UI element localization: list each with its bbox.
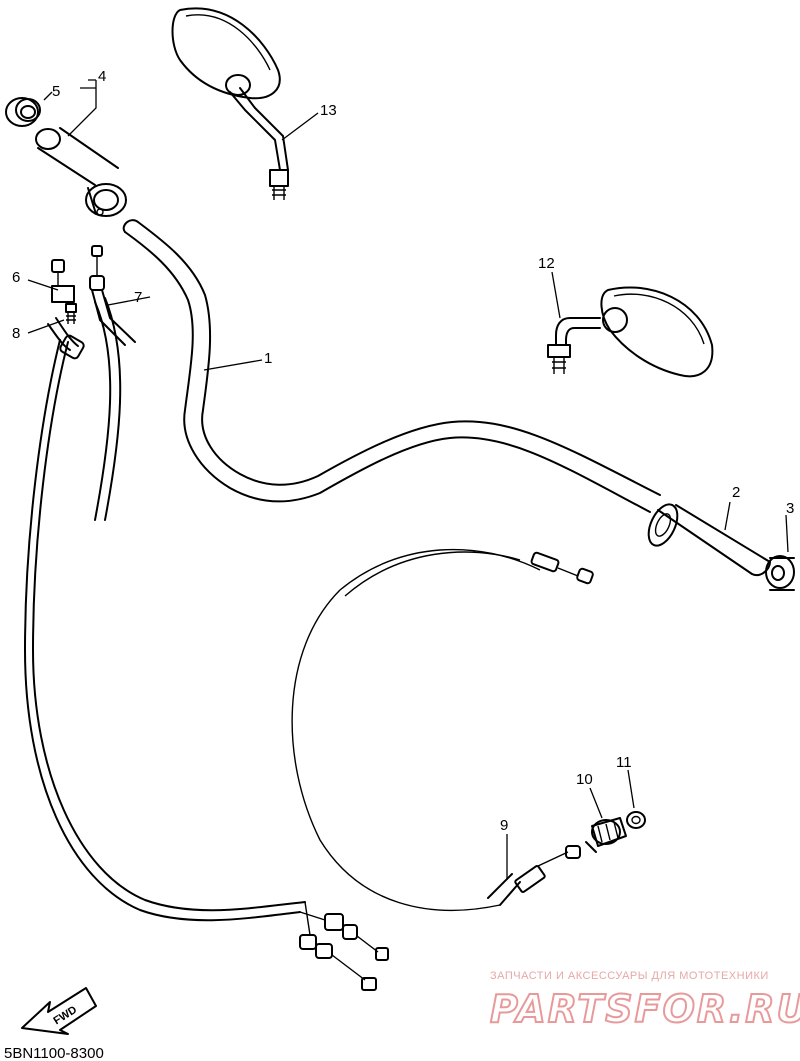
cable-end-lower-2: [299, 901, 377, 991]
cable-end-lower-1: [299, 911, 389, 961]
callout-13: 13: [320, 102, 337, 119]
callout-labels: 1 2 3 4 5 6 7 8 9 10 11 12 13: [12, 68, 794, 834]
callout-8: 8: [12, 325, 20, 342]
callout-4: 4: [98, 68, 106, 85]
right-grip: [647, 503, 771, 576]
callout-6: 6: [12, 269, 20, 286]
callout-3: 3: [786, 500, 794, 517]
handlebar: [122, 219, 661, 513]
callout-9: 9: [500, 817, 508, 834]
clutch-cable: [291, 548, 594, 911]
callout-7: 7: [134, 289, 142, 306]
callout-2: 2: [732, 484, 740, 501]
cable-adjuster: [585, 817, 627, 853]
callout-11: 11: [616, 754, 632, 771]
forward-direction-arrow: FWD: [21, 987, 97, 1035]
diagram-code: 5BN1100-8300: [4, 1045, 104, 1061]
watermark: ЗАПЧАСТИ И АКСЕССУАРЫ ДЛЯ МОТОТЕХНИКИ PA…: [489, 970, 800, 1032]
grip-end-cap: [5, 97, 41, 127]
watermark-tagline: ЗАПЧАСТИ И АКСЕССУАРЫ ДЛЯ МОТОТЕХНИКИ: [490, 970, 769, 982]
cable-fitting-right-upper: [89, 245, 136, 346]
callout-1: 1: [264, 350, 272, 367]
watermark-brand: PARTSFOR.RU: [490, 987, 800, 1031]
right-mirror: [547, 286, 714, 378]
callout-5: 5: [52, 83, 60, 100]
grip-end-weight: [765, 555, 795, 591]
cable-adjuster-bolt: [65, 303, 77, 324]
left-mirror: [171, 7, 289, 200]
throttle-cable-outer: [24, 297, 306, 922]
cable-fitting-left-upper: [47, 259, 85, 360]
adjuster-nut: [626, 811, 646, 829]
left-throttle-grip: [35, 127, 127, 217]
leader-lines: [27, 79, 789, 880]
callout-10: 10: [576, 771, 593, 788]
callout-12: 12: [538, 255, 555, 272]
